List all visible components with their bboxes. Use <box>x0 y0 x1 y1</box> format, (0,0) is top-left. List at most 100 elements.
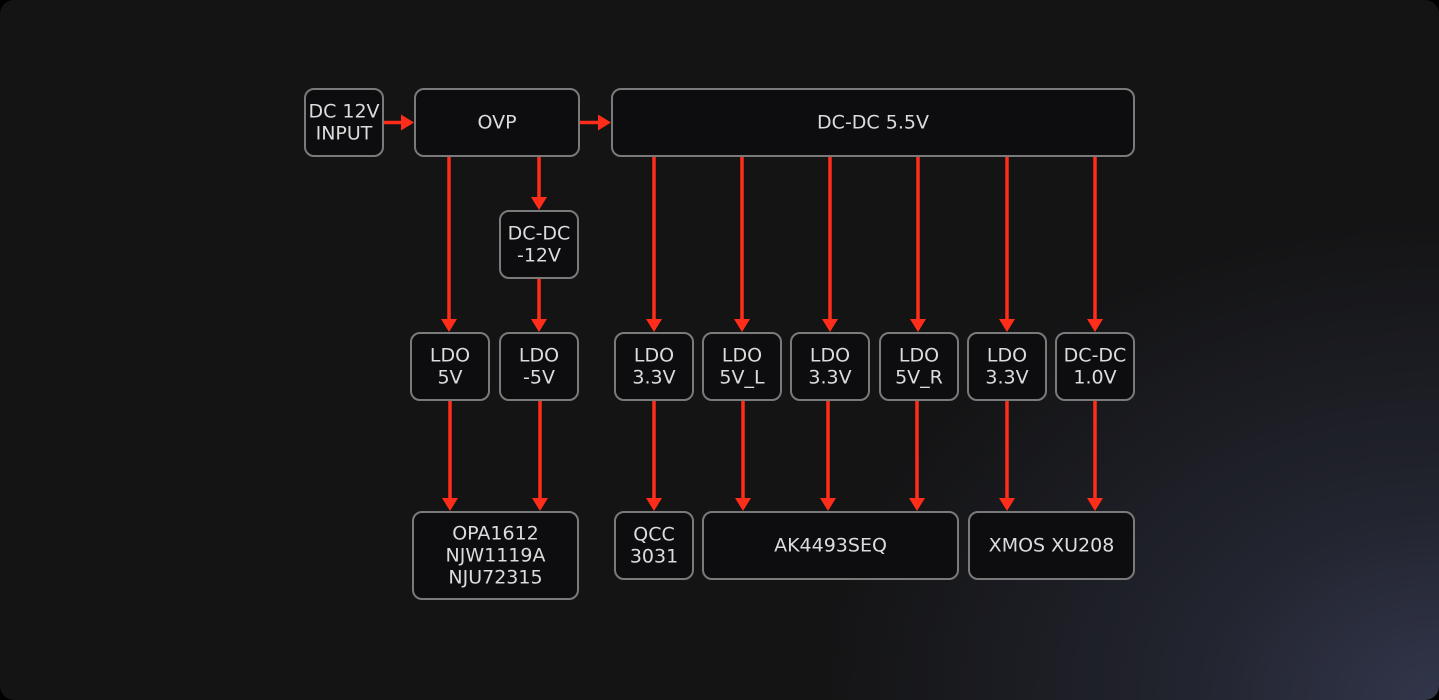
node-label: -5V <box>523 367 555 389</box>
node-dcdc-5v5: DC-DC 5.5V <box>611 88 1135 157</box>
node-label: LDO <box>519 345 559 367</box>
node-label: 5V_L <box>719 367 765 389</box>
node-label: 5V_R <box>895 367 943 389</box>
node-label: 3.3V <box>985 367 1028 389</box>
node-ak4493seq: AK4493SEQ <box>702 511 959 580</box>
node-label: NJW1119A <box>446 545 546 567</box>
node-dcdc-neg12v: DC-DC-12V <box>499 210 579 279</box>
arrowhead-icon <box>598 114 611 131</box>
node-box <box>614 511 694 580</box>
node-label: NJU72315 <box>448 567 542 589</box>
node-label: 1.0V <box>1073 367 1116 389</box>
node-label: OVP <box>477 112 516 134</box>
node-label: QCC <box>633 524 675 546</box>
node-ldo-neg5v: LDO-5V <box>499 332 579 401</box>
node-xmos-xu208: XMOS XU208 <box>968 511 1135 580</box>
arrowhead-icon <box>531 319 547 332</box>
arrowhead-icon <box>531 197 547 210</box>
edge-ldo-neg5v-to-opamps <box>532 400 548 511</box>
node-box <box>304 88 384 157</box>
node-box <box>412 511 579 600</box>
node-label: DC-DC <box>508 223 571 245</box>
edge-dcdc-5v5-to-ldo-5v-r <box>910 156 926 332</box>
node-box <box>967 332 1047 401</box>
edge-ldo-5v-r-to-ak4493seq <box>909 400 925 511</box>
node-box <box>611 88 1135 157</box>
arrowhead-icon <box>909 498 925 511</box>
edge-dcdc-5v5-to-ldo-3v3-b <box>822 156 838 332</box>
node-label: DC 12V <box>308 101 379 123</box>
node-label: LDO <box>899 345 939 367</box>
node-label: INPUT <box>316 123 373 145</box>
arrowhead-icon <box>1087 498 1103 511</box>
edges-layer <box>383 114 1103 511</box>
node-label: LDO <box>634 345 674 367</box>
edge-ldo-3v3-b-to-ak4493seq <box>820 400 836 511</box>
arrowhead-icon <box>734 319 750 332</box>
node-label: OPA1612 <box>452 523 539 545</box>
arrowhead-icon <box>999 498 1015 511</box>
node-label: 3.3V <box>632 367 675 389</box>
node-box <box>1055 332 1135 401</box>
node-box <box>499 210 579 279</box>
node-box <box>414 88 580 157</box>
node-label: LDO <box>810 345 850 367</box>
node-dcdc-1v0: DC-DC1.0V <box>1055 332 1135 401</box>
node-label: -12V <box>517 245 561 267</box>
edge-ldo-5v-l-to-ak4493seq <box>735 400 751 511</box>
arrowhead-icon <box>735 498 751 511</box>
edge-ovp-to-dcdc-neg12v <box>531 156 547 210</box>
node-box <box>702 511 959 580</box>
node-label: LDO <box>722 345 762 367</box>
node-label: DC-DC <box>1064 345 1127 367</box>
edge-dcdc-5v5-to-ldo-3v3-c <box>999 156 1015 332</box>
arrowhead-icon <box>442 498 458 511</box>
node-box <box>968 511 1135 580</box>
node-label: DC-DC 5.5V <box>817 112 929 134</box>
node-label: AK4493SEQ <box>774 535 887 557</box>
node-box <box>410 332 490 401</box>
edge-ldo-3v3-c-to-xmos-xu208 <box>999 400 1015 511</box>
arrowhead-icon <box>532 498 548 511</box>
arrowhead-icon <box>910 319 926 332</box>
edge-dcdc-5v5-to-ldo-3v3-a <box>646 156 662 332</box>
node-label: 3.3V <box>808 367 851 389</box>
node-box <box>879 332 959 401</box>
node-box <box>499 332 579 401</box>
node-label: LDO <box>987 345 1027 367</box>
arrowhead-icon <box>1087 319 1103 332</box>
node-label: LDO <box>430 345 470 367</box>
edge-dc12v-input-to-ovp <box>383 114 414 131</box>
edge-dcdc-1v0-to-xmos-xu208 <box>1087 400 1103 511</box>
arrowhead-icon <box>822 319 838 332</box>
arrowhead-icon <box>401 114 414 131</box>
node-label: 5V <box>437 367 462 389</box>
edge-ovp-to-ldo-5v <box>441 156 457 332</box>
edge-ldo-3v3-a-to-qcc3031 <box>646 400 662 511</box>
edge-dcdc-neg12v-to-ldo-neg5v <box>531 278 547 332</box>
arrowhead-icon <box>646 319 662 332</box>
edge-ovp-to-dcdc-5v5 <box>579 114 611 131</box>
arrowhead-icon <box>820 498 836 511</box>
edge-ldo-5v-to-opamps <box>442 400 458 511</box>
node-box <box>702 332 782 401</box>
node-box <box>614 332 694 401</box>
node-label: XMOS XU208 <box>989 535 1115 557</box>
edge-dcdc-5v5-to-ldo-5v-l <box>734 156 750 332</box>
arrowhead-icon <box>441 319 457 332</box>
arrowhead-icon <box>646 498 662 511</box>
node-label: 3031 <box>630 546 678 568</box>
edge-dcdc-5v5-to-dcdc-1v0 <box>1087 156 1103 332</box>
node-box <box>790 332 870 401</box>
